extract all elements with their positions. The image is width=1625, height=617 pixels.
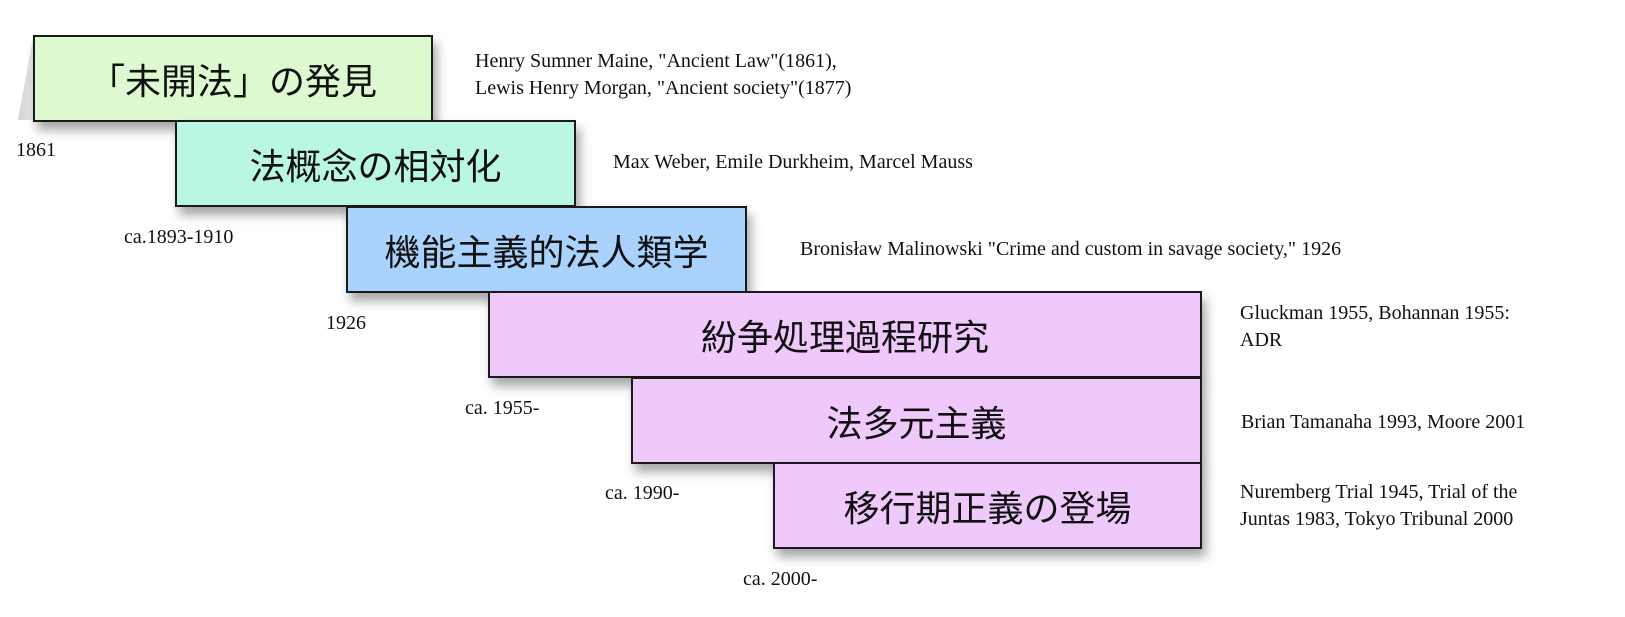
stage-title-1: 「未開法」の発見 xyxy=(88,61,377,103)
stage-box-5: 法多元主義 xyxy=(631,377,1202,464)
stage-date-2: ca.1893-1910 xyxy=(124,226,234,248)
stage-title-2: 法概念の相対化 xyxy=(249,146,502,188)
stage-title-3: 機能主義的法人類学 xyxy=(384,232,709,274)
stage-box-2: 法概念の相対化 xyxy=(175,120,576,207)
stage-box-6: 移行期正義の登場 xyxy=(773,462,1202,549)
stage-date-4: ca. 1955- xyxy=(465,397,540,419)
stage-date-3: 1926 xyxy=(326,312,366,334)
stage-note-2: Max Weber, Emile Durkheim, Marcel Mauss xyxy=(613,151,973,173)
stage-box-3: 機能主義的法人類学 xyxy=(346,206,747,293)
stage-date-6: ca. 2000- xyxy=(743,568,818,590)
stage-box-4: 紛争処理過程研究 xyxy=(488,291,1202,378)
stage-note-3: Bronisław Malinowski "Crime and custom i… xyxy=(800,238,1342,260)
stage-note-6: Nuremberg Trial 1945, Trial of the Junta… xyxy=(1240,481,1518,530)
stage-note-5: Brian Tamanaha 1993, Moore 2001 xyxy=(1241,411,1526,433)
stage-date-5: ca. 1990- xyxy=(605,482,680,504)
stage-box-1: 「未開法」の発見 xyxy=(33,35,433,122)
stage-note-4: Gluckman 1955, Bohannan 1955: ADR xyxy=(1240,302,1510,351)
stage-date-1: 1861 xyxy=(16,139,56,161)
stage-title-6: 移行期正義の登場 xyxy=(843,488,1132,530)
stage-title-5: 法多元主義 xyxy=(826,403,1007,445)
stage-note-1: Henry Sumner Maine, "Ancient Law"(1861),… xyxy=(475,50,852,99)
stage-title-4: 紛争処理過程研究 xyxy=(700,317,989,359)
